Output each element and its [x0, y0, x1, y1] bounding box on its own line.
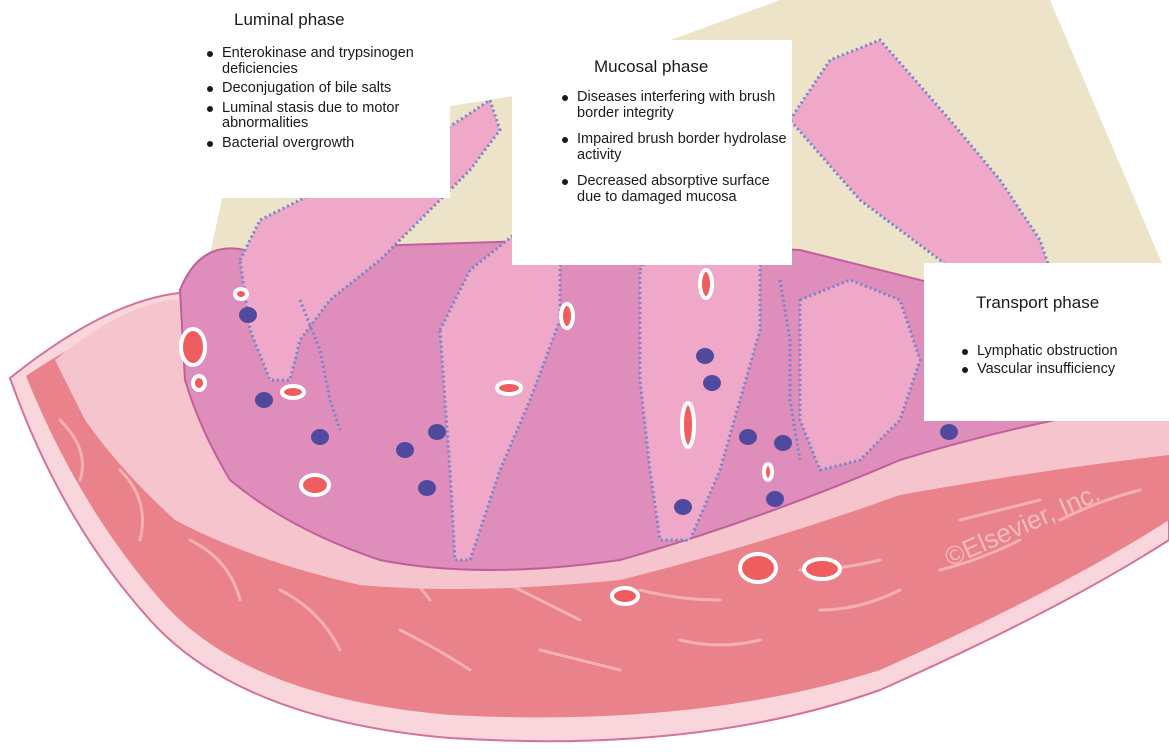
- luminal-item-bile-salts: Deconjugation of bile salts: [205, 81, 445, 97]
- transport-item-lymphatic: Lymphatic obstruction: [960, 344, 1169, 360]
- transport-phase-title: Transport phase: [976, 293, 1099, 313]
- transport-phase-list: Lymphatic obstruction Vascular insuffici…: [960, 344, 1169, 379]
- mucosal-item-absorptive-surface: Decreased absorptive surface due to dama…: [560, 174, 790, 205]
- luminal-phase-panel: Luminal phase Enterokinase and trypsinog…: [200, 0, 450, 198]
- transport-phase-panel: Transport phase Lymphatic obstruction Va…: [924, 263, 1169, 421]
- transport-item-vascular: Vascular insufficiency: [960, 362, 1169, 378]
- luminal-item-bacterial: Bacterial overgrowth: [205, 136, 445, 152]
- luminal-phase-title: Luminal phase: [234, 10, 345, 30]
- luminal-item-enterokinase: Enterokinase and trypsinogen deficiencie…: [205, 46, 445, 77]
- mucosal-phase-title: Mucosal phase: [594, 57, 708, 77]
- mucosal-item-hydrolase: Impaired brush border hydrolase activity: [560, 132, 790, 163]
- luminal-item-stasis: Luminal stasis due to motor abnormalitie…: [205, 101, 445, 132]
- mucosal-phase-list: Diseases interfering with brush border i…: [560, 90, 790, 216]
- mucosal-phase-panel: Mucosal phase Diseases interfering with …: [512, 40, 792, 265]
- luminal-phase-list: Enterokinase and trypsinogen deficiencie…: [205, 46, 445, 155]
- mucosal-item-brush-border-integrity: Diseases interfering with brush border i…: [560, 90, 790, 121]
